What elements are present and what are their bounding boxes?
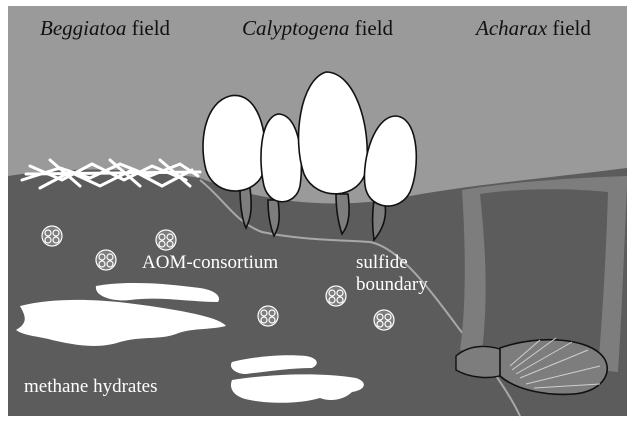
calyptogena-genus-name: Calyptogena [242,16,349,40]
clam-shell-1 [203,95,265,191]
aom-consortium-cluster [326,286,346,306]
sulfide-boundary-label-line2: boundary [356,274,428,296]
acharax-field-label: Acharax field [476,16,591,41]
aom-consortium-cluster [374,310,394,330]
acharax-genus-name: Acharax [476,16,547,40]
aom-consortium-cluster [96,250,116,270]
aom-consortium-cluster [42,226,62,246]
aom-consortium-cluster [156,230,176,250]
calyptogena-field-suffix: field [349,16,393,40]
beggiatoa-field-label: Beggiatoa field [40,16,170,41]
clam-shell-2 [261,114,301,202]
beggiatoa-field-suffix: field [126,16,170,40]
sulfide-boundary-label-line1: sulfide [356,252,428,274]
aom-consortium-label: AOM-consortium [142,252,278,274]
acharax-field-suffix: field [547,16,591,40]
methane-hydrates-label: methane hydrates [24,376,157,398]
aom-consortium-cluster [258,306,278,326]
sulfide-boundary-label: sulfide boundary [356,252,428,296]
calyptogena-field-label: Calyptogena field [242,16,393,41]
beggiatoa-genus-name: Beggiatoa [40,16,126,40]
